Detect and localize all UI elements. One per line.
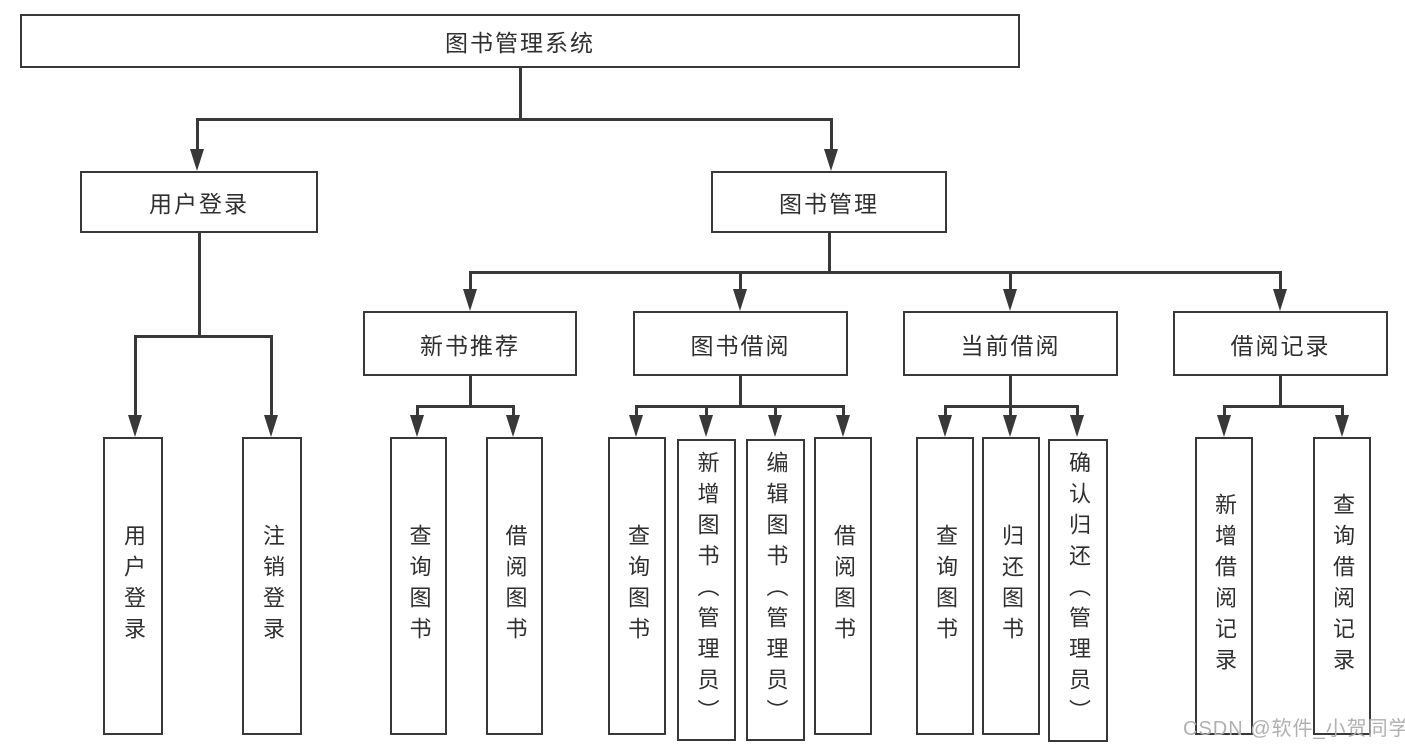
node-cb-return-book: 归还图书 xyxy=(982,437,1040,735)
node-label: 查询图书 xyxy=(406,524,432,648)
connector-line xyxy=(416,405,419,418)
node-label: 用户登录 xyxy=(149,191,249,217)
connector-line xyxy=(830,118,833,152)
arrow-down-icon xyxy=(264,415,278,437)
node-cb-confirm-return: 确认归还（管理员） xyxy=(1048,439,1108,742)
connector-line xyxy=(635,405,638,418)
connector-line xyxy=(944,405,947,418)
node-new-book-recommend: 新书推荐 xyxy=(363,311,577,376)
node-nb-search-book: 查询图书 xyxy=(390,437,447,735)
arrow-down-icon xyxy=(410,415,424,437)
connector-line xyxy=(134,335,137,418)
connector-line xyxy=(1009,376,1012,406)
node-library-management-system: 图书管理系统 xyxy=(20,14,1020,68)
node-br-add-record: 新增借阅记录 xyxy=(1195,437,1253,735)
arrow-down-icon xyxy=(1217,415,1231,437)
node-label: 注销登录 xyxy=(260,524,285,648)
node-label: 借阅图书 xyxy=(831,524,856,648)
node-bb-edit-book: 编辑图书（管理员） xyxy=(746,439,805,741)
connector-line xyxy=(739,271,742,291)
connector-line xyxy=(1279,376,1282,406)
node-book-management: 图书管理 xyxy=(711,171,947,233)
arrow-down-icon xyxy=(506,415,520,437)
node-label: 图书管理系统 xyxy=(445,30,595,56)
connector-line xyxy=(739,376,742,406)
node-label: 查询借阅记录 xyxy=(1330,493,1355,679)
connector-line xyxy=(1279,271,1282,291)
node-label: 确认归还（管理员） xyxy=(1066,451,1091,730)
connector-line xyxy=(196,118,199,152)
connector-line xyxy=(1223,405,1344,408)
connector-line xyxy=(196,118,833,121)
arrow-down-icon xyxy=(128,415,142,437)
csdn-watermark: CSDN @软件_小贺同学 xyxy=(1183,718,1405,740)
node-label: 新书推荐 xyxy=(420,332,520,359)
arrow-down-icon xyxy=(1335,415,1349,437)
node-label: 归还图书 xyxy=(999,524,1024,648)
connector-line xyxy=(512,405,515,418)
node-label: 查询图书 xyxy=(933,524,958,648)
arrow-down-icon xyxy=(938,415,952,437)
connector-line xyxy=(705,405,708,418)
connector-line xyxy=(469,271,1281,274)
connector-line xyxy=(198,233,201,336)
node-bb-borrow-book: 借阅图书 xyxy=(814,437,872,735)
connector-line xyxy=(469,376,472,406)
node-current-borrow: 当前借阅 xyxy=(903,311,1118,376)
arrow-down-icon xyxy=(629,415,643,437)
connector-line xyxy=(828,233,831,273)
connector-line xyxy=(416,405,515,408)
arrow-down-icon xyxy=(836,415,850,437)
connector-line xyxy=(469,271,472,291)
connector-line xyxy=(270,335,273,418)
arrow-down-icon xyxy=(1070,415,1084,437)
node-bb-search-book: 查询图书 xyxy=(608,437,666,735)
node-user-login: 用户登录 xyxy=(103,437,163,735)
arrow-down-icon xyxy=(1003,415,1017,437)
arrow-down-icon xyxy=(824,149,838,171)
node-book-borrow: 图书借阅 xyxy=(633,311,848,376)
node-borrow-record: 借阅记录 xyxy=(1173,311,1388,376)
node-label: 当前借阅 xyxy=(960,332,1061,359)
connector-line xyxy=(842,405,845,418)
arrow-down-icon xyxy=(463,289,477,311)
connector-line xyxy=(1223,405,1226,418)
node-br-search-record: 查询借阅记录 xyxy=(1313,437,1371,735)
node-user-login-group: 用户登录 xyxy=(80,171,318,233)
arrow-down-icon xyxy=(768,415,782,437)
node-label: 图书管理 xyxy=(779,191,879,217)
connector-line xyxy=(519,68,522,119)
connector-line xyxy=(774,405,777,418)
node-label: 借阅图书 xyxy=(502,524,528,648)
node-label: 借阅记录 xyxy=(1230,332,1331,359)
node-nb-borrow-book: 借阅图书 xyxy=(486,437,543,735)
arrow-down-icon xyxy=(1273,289,1287,311)
node-logout: 注销登录 xyxy=(242,437,302,735)
node-bb-add-book: 新增图书（管理员） xyxy=(677,439,736,741)
node-label: 图书借阅 xyxy=(690,332,791,359)
connector-line xyxy=(1076,405,1079,418)
connector-line xyxy=(1341,405,1344,418)
node-label: 查询图书 xyxy=(625,524,650,648)
node-label: 新增图书（管理员） xyxy=(694,450,720,730)
arrow-down-icon xyxy=(699,415,713,437)
node-label: 新增借阅记录 xyxy=(1212,493,1237,679)
arrow-down-icon xyxy=(190,149,204,171)
arrow-down-icon xyxy=(733,289,747,311)
node-label: 编辑图书（管理员） xyxy=(763,450,789,730)
arrow-down-icon xyxy=(1003,289,1017,311)
connector-line xyxy=(134,335,273,338)
connector-line xyxy=(635,405,844,408)
node-label: 用户登录 xyxy=(121,524,146,648)
node-cb-search-book: 查询图书 xyxy=(916,437,974,735)
connector-line xyxy=(1009,271,1012,291)
connector-line xyxy=(1009,405,1012,418)
